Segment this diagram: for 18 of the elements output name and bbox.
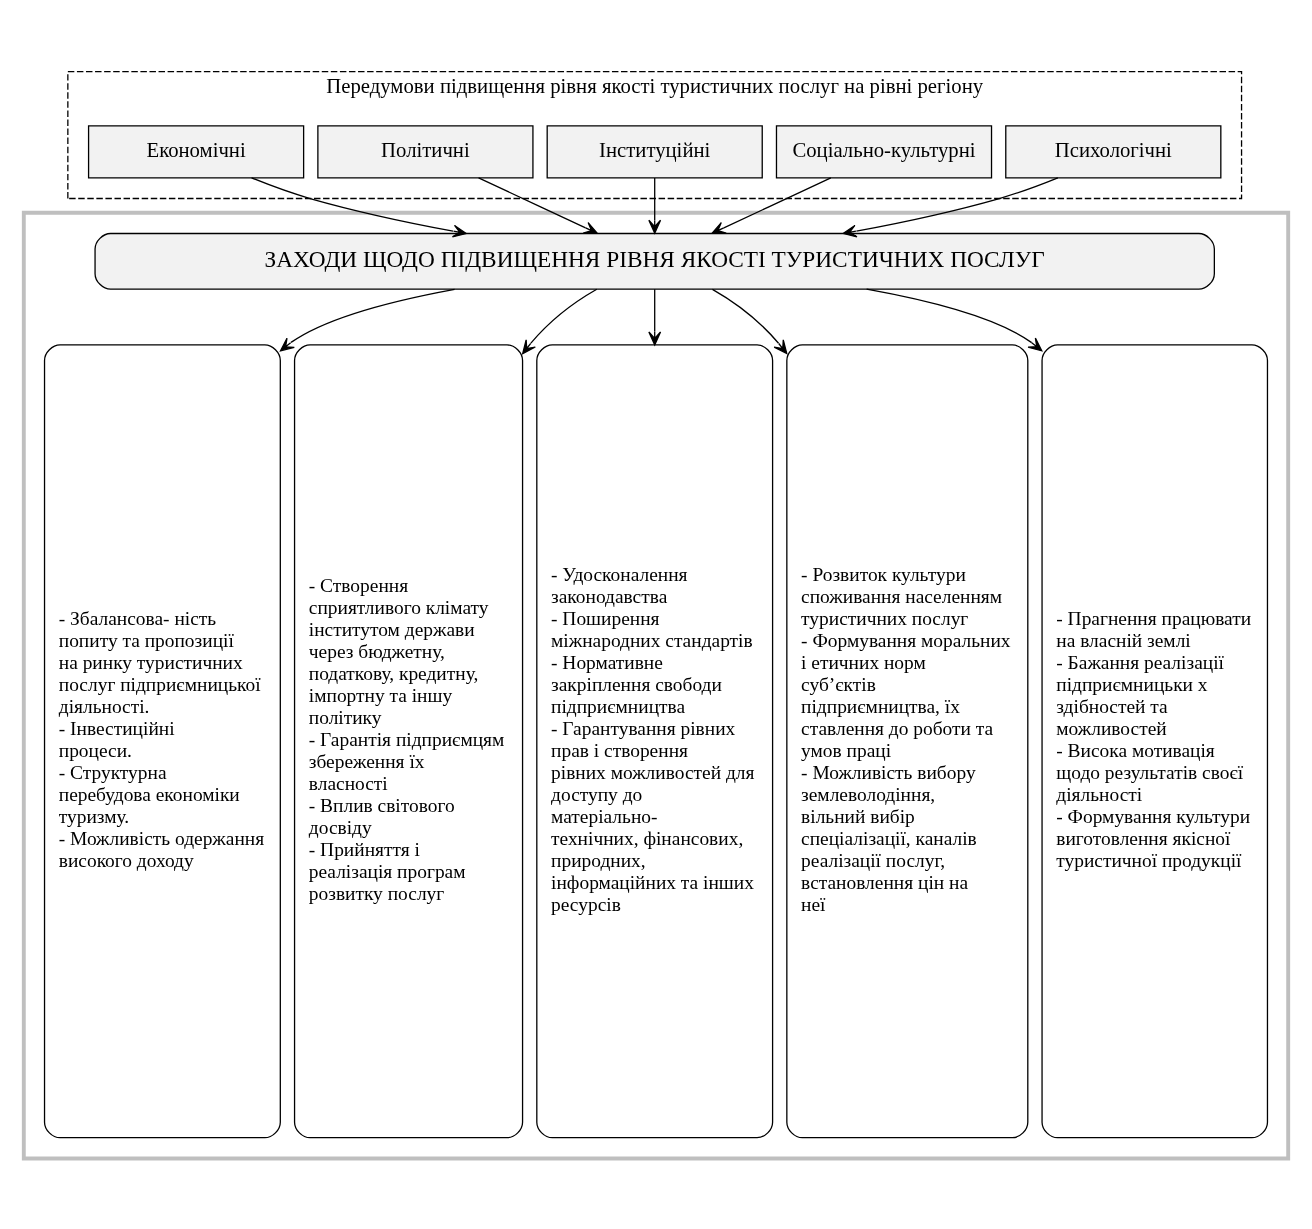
node-box: Соціально-культурні — [775, 124, 993, 178]
node-box: Інституційні — [546, 124, 763, 178]
arrow — [865, 288, 1043, 351]
node-box: Політичні — [317, 124, 534, 178]
arrow — [648, 288, 662, 346]
arrow — [279, 288, 456, 351]
node-box: ЗАХОДИ ЩОДО ПІДВИЩЕННЯ РІВНЯ ЯКОСТІ ТУРИСТИЧНИХ ПОСЛУГ — [94, 232, 1215, 290]
cluster — [21, 210, 1291, 1160]
node-box: - Збалансова- ність попиту та пропозиції на ринку туристичних послуг підприємницької діяльності. - Інвестиційні процеси. - Структурна перебудова економіки туризму. - Можливість одержання високого доходу — [43, 343, 281, 1138]
arrow — [711, 288, 788, 354]
arrow — [522, 288, 598, 354]
node-box: Психологічні — [1005, 124, 1222, 178]
node-box: - Удосконалення законодавства - Поширення міжнародних стандартів - Нормативне закріплення свободи підприємництва - Гарантування рівних прав і створення рівних можливостей для доступу до матеріально- технічних, фінансових, природних, інформаційних та інших ресурсів — [536, 343, 774, 1138]
arrow — [648, 176, 662, 234]
node-box: - Розвиток культури споживання населенням туристичних послуг - Формування моральних і етичних норм суб’єктів підприємництва, їх ставлення до роботи та умов праці - Можливість вибору землеволодіння, вільний вибір спеціалізації, каналів реалізації послуг, встановлення цін на неї — [786, 343, 1029, 1138]
node-box: - Створення сприятливого клімату інститутом держави через бюджетну, податкову, кредитну, імпортну та іншу політику - Гарантія підприємцям збереження їх власності - Вплив світового досвіду - Прийняття і реалізація програм розвитку послуг — [293, 343, 524, 1138]
node-box: Економічні — [87, 124, 305, 178]
node-box: - Прагнення працювати на власній землі - Бажання реалізації підприємницьки х здібностей та можливостей - Висока мотивація щодо результатів своєї діяльності - Формування культури виготовлення якісної туристичної продукції — [1041, 343, 1269, 1138]
